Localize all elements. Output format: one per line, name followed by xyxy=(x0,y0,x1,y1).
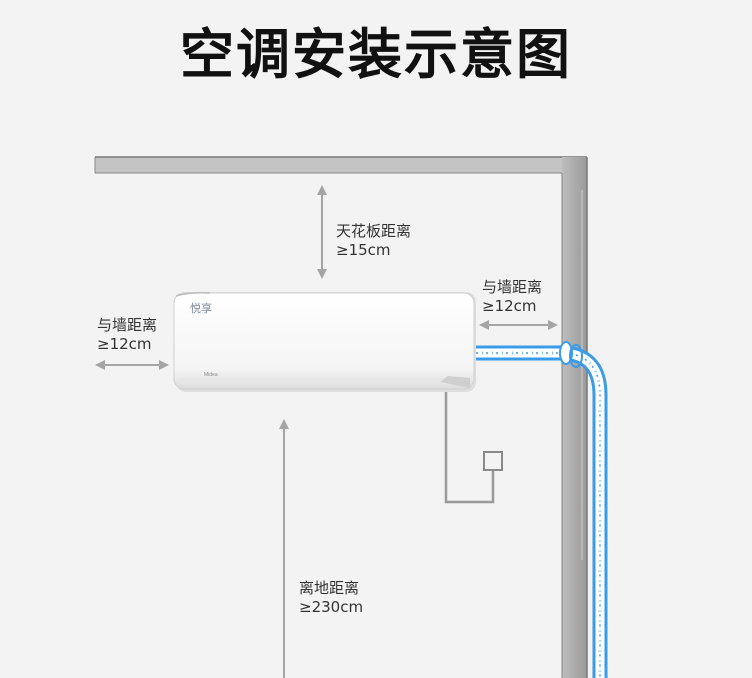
floor-clearance-name: 离地距离 xyxy=(299,579,360,597)
left-clearance-arrow xyxy=(95,360,169,370)
ceiling-clearance-name: 天花板距离 xyxy=(336,222,412,240)
left-clearance-value: ≥12cm xyxy=(97,335,152,353)
brand-logo: 悦享 xyxy=(190,301,212,315)
page-title: 空调安装示意图 xyxy=(180,23,572,86)
right-wall xyxy=(561,157,588,678)
right-clearance-name: 与墙距离 xyxy=(482,278,543,296)
right-clearance-arrow xyxy=(479,320,558,330)
left-clearance-name: 与墙距离 xyxy=(97,316,158,334)
right-clearance-value: ≥12cm xyxy=(482,297,537,315)
ceiling-clearance-arrow xyxy=(317,185,327,279)
svg-text:悦享: 悦享 xyxy=(190,301,212,315)
power-outlet xyxy=(483,451,503,471)
power-cable xyxy=(444,392,495,504)
indoor-ac-unit: 悦享 Midea xyxy=(173,292,476,392)
floor-clearance-value: ≥230cm xyxy=(299,598,364,616)
ceiling xyxy=(94,156,587,174)
floor-clearance-arrow xyxy=(279,419,289,678)
refrigerant-pipe xyxy=(476,341,608,678)
brand-mark: Midea xyxy=(204,372,218,378)
ceiling-clearance-value: ≥15cm xyxy=(336,241,391,259)
